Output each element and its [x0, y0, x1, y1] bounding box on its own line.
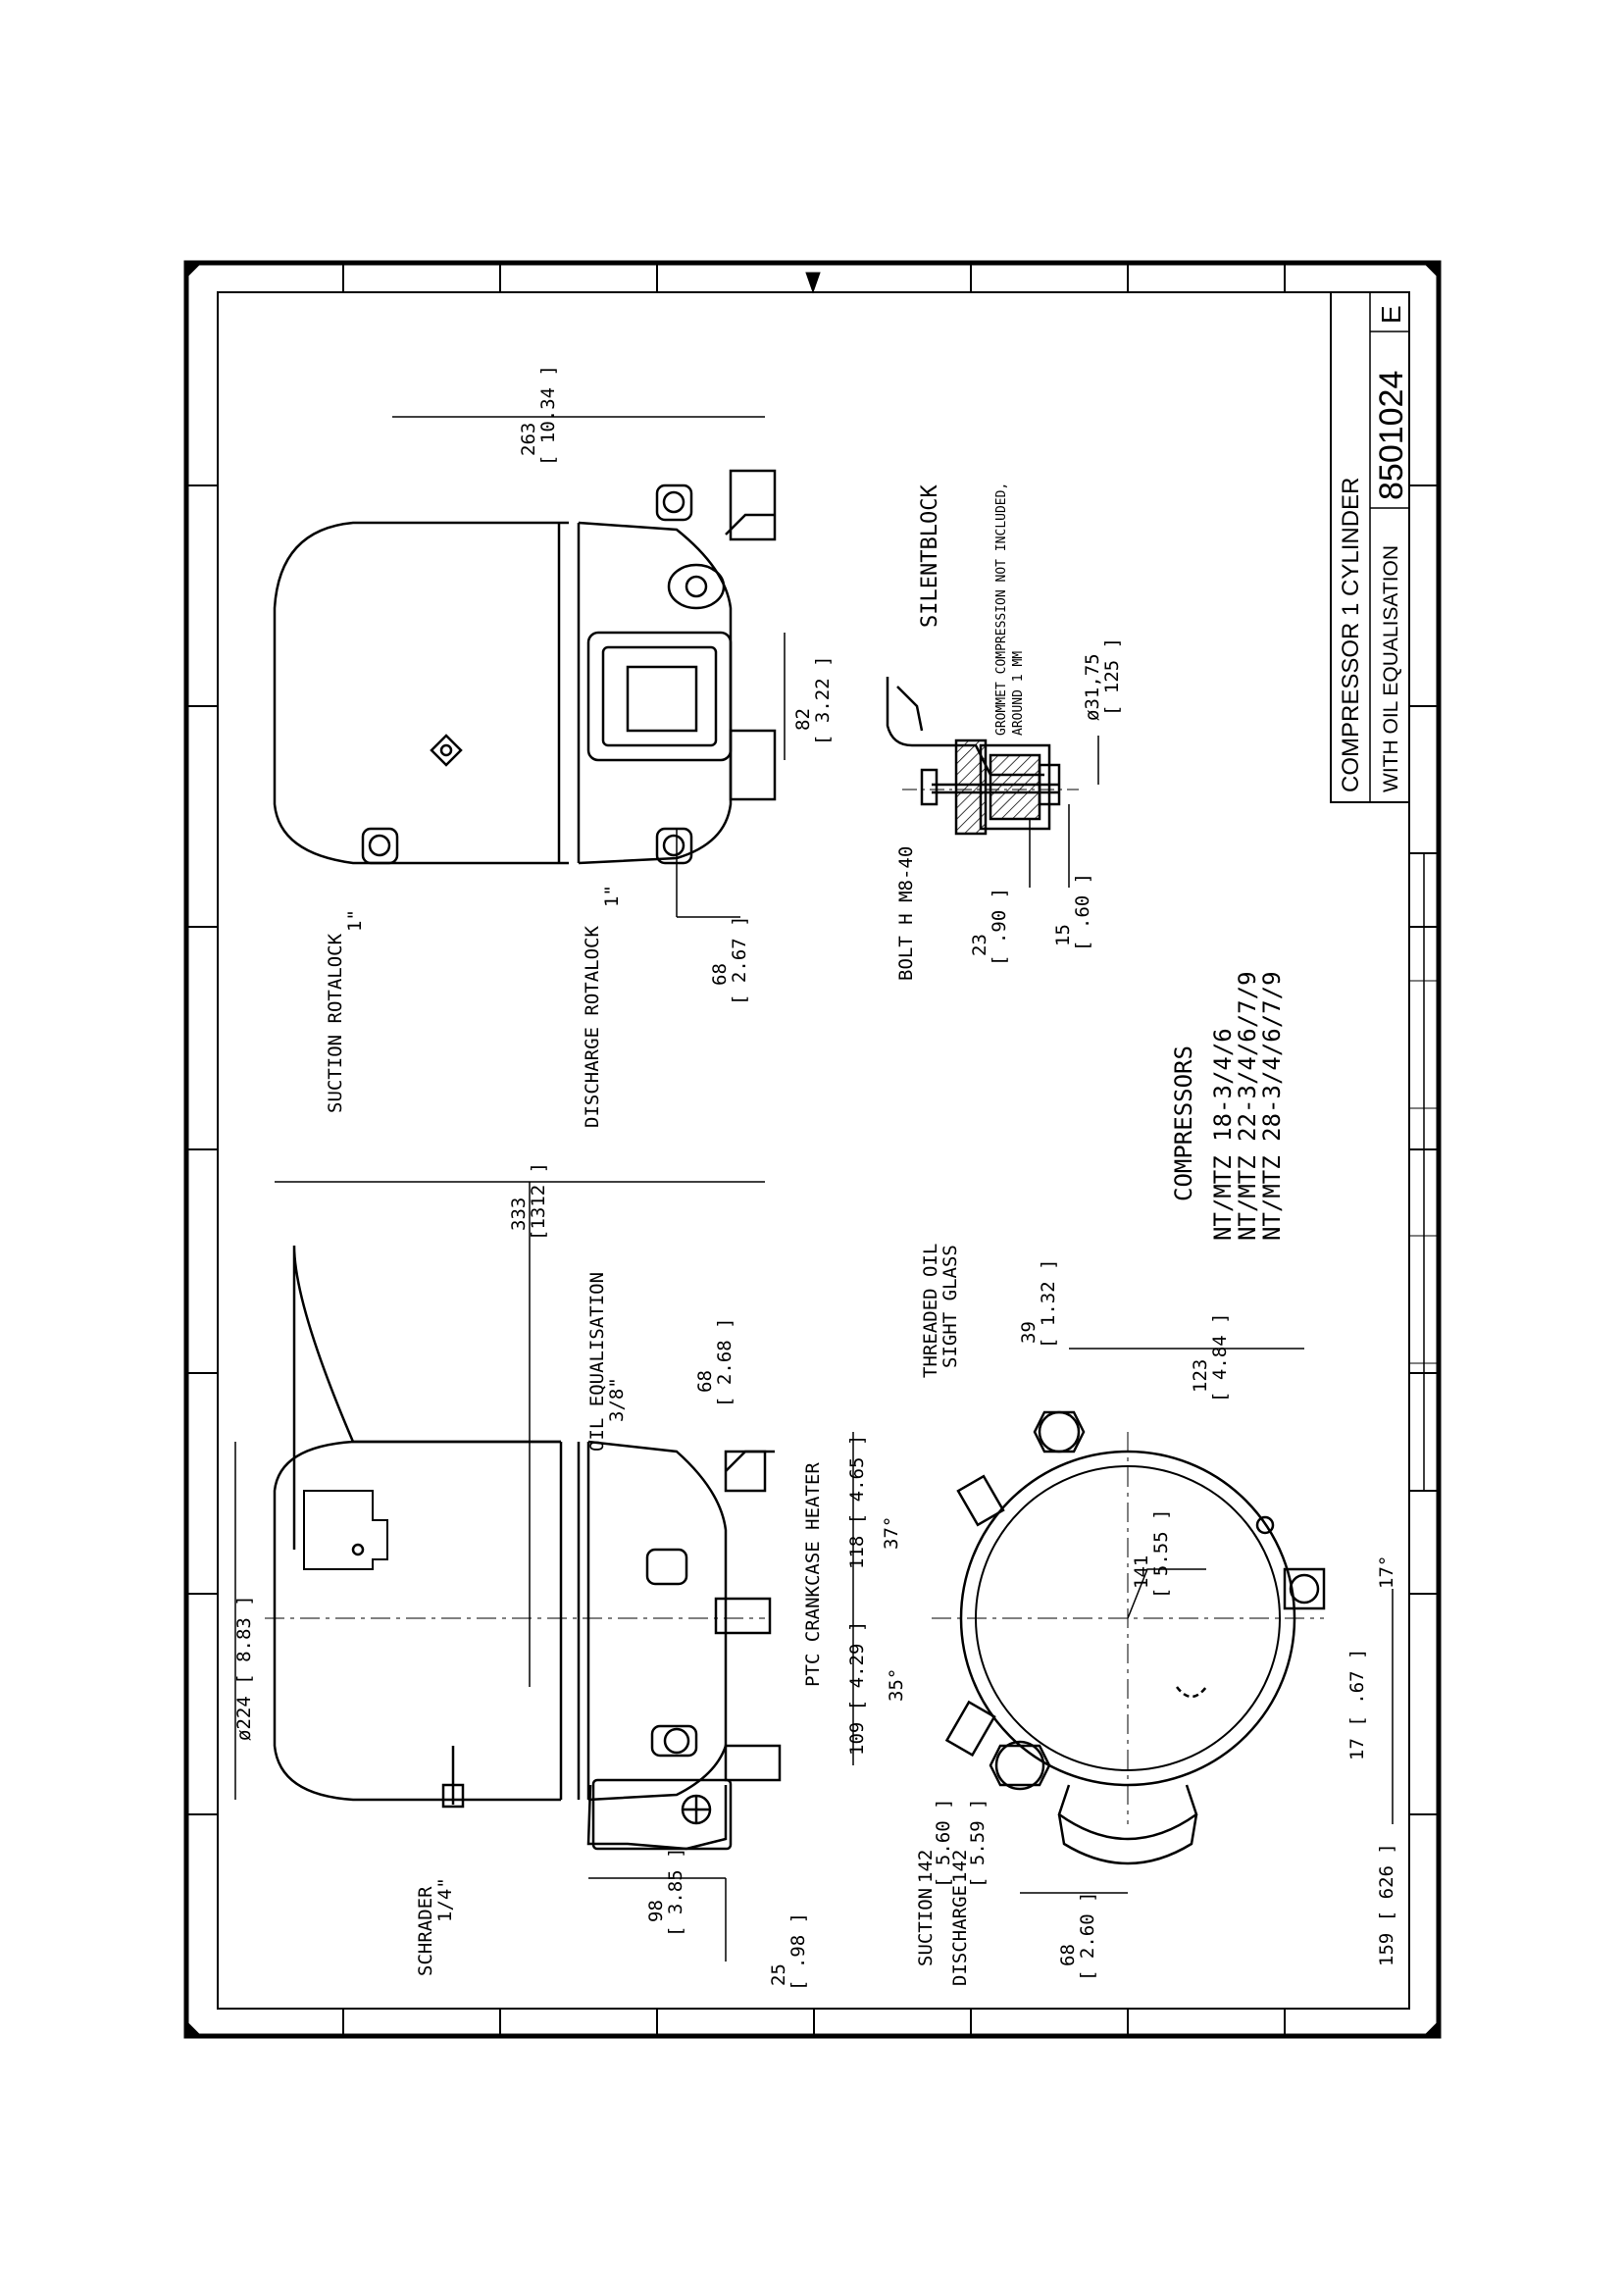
revision-letter: E — [1376, 305, 1406, 324]
title-block: COMPRESSOR 1 CYLINDER WITH OIL EQUALISAT… — [1330, 291, 1410, 803]
label-schrader-size: 1/4" — [434, 1877, 456, 1922]
label-142a: 142 — [915, 1850, 937, 1883]
label-68b: 68 — [709, 963, 731, 986]
label-82-in: [ 3.22 ] — [812, 655, 834, 745]
label-suction-rotalock-size: 1" — [344, 909, 366, 932]
bottom-view — [932, 1410, 1326, 1865]
label-118: 118 [ 4.65 ] — [846, 1435, 868, 1569]
label-threaded-1: THREADED OIL — [920, 1244, 941, 1378]
label-68a-in: [ 2.68 ] — [714, 1317, 736, 1407]
label-model-1: NT/MTZ 18-3/4/6 — [1209, 1028, 1237, 1241]
label-discharge-rotalock: DISCHARGE ROTALOCK — [582, 926, 603, 1128]
side-view-upper-right — [273, 469, 777, 865]
label-angle-35: 35° — [886, 1668, 907, 1702]
dimension-lines — [234, 416, 1394, 1962]
label-oil-eq-size: 3/8" — [606, 1377, 628, 1422]
label-159: 159 [ 626 ] — [1376, 1843, 1397, 1966]
label-82: 82 — [792, 708, 814, 731]
drawing-number: 8501024 — [1373, 371, 1410, 500]
label-25: 25 — [768, 1963, 789, 1986]
label-bolt: BOLT H M8-40 — [895, 846, 917, 981]
label-schrader: SCHRADER — [415, 1886, 436, 1976]
label-109: 109 [ 4.29 ] — [846, 1621, 868, 1756]
label-263-in: [ 10.34 ] — [537, 365, 559, 466]
silentblock-detail — [886, 677, 1079, 836]
label-grommet-1: GROMMET COMPRESSION NOT INCLUDED, — [994, 483, 1009, 736]
label-grommet-2: AROUND 1 MM — [1011, 651, 1026, 736]
drawing-frame — [183, 260, 1442, 2039]
label-142a-in: [ 5.60 ] — [933, 1798, 954, 1888]
label-23-in: [ .90 ] — [989, 888, 1010, 966]
label-68a: 68 — [694, 1370, 716, 1393]
label-15: 15 — [1052, 924, 1074, 946]
label-ptc: PTC CRANKCASE HEATER — [802, 1462, 824, 1687]
label-333-in: [1312 ] — [528, 1162, 549, 1241]
label-68c: 68 — [1057, 1944, 1079, 1966]
label-dia224: ø224 [ 8.83 ] — [233, 1595, 255, 1741]
label-39: 39 — [1018, 1321, 1040, 1344]
label-suction: SUCTION — [915, 1888, 937, 1966]
label-263: 263 — [518, 423, 539, 456]
label-39-in: [ 1.32 ] — [1038, 1258, 1059, 1349]
label-silentblock: SILENTBLOCK — [918, 484, 942, 628]
label-25-in: [ .98 ] — [787, 1912, 809, 1991]
label-17: 17 [ .67 ] — [1346, 1649, 1368, 1760]
label-angle-37: 37° — [881, 1516, 902, 1550]
label-dia3175-in: [ 125 ] — [1101, 637, 1123, 716]
label-oil-equalisation: OIL EQUALISATION — [586, 1272, 608, 1452]
title-line-1: COMPRESSOR 1 CYLINDER — [1338, 478, 1364, 792]
label-model-2: NT/MTZ 22-3/4/6/7/9 — [1234, 971, 1261, 1241]
label-model-3: NT/MTZ 28-3/4/6/7/9 — [1258, 971, 1286, 1241]
label-333: 333 — [508, 1198, 530, 1231]
label-compressors: COMPRESSORS — [1170, 1045, 1197, 1201]
label-dia3175: ø31,75 — [1082, 653, 1103, 721]
label-23: 23 — [969, 934, 990, 956]
label-123: 123 — [1190, 1359, 1211, 1393]
label-141: 141 — [1131, 1555, 1152, 1589]
title-line-2: WITH OIL EQUALISATION — [1380, 545, 1402, 792]
label-68c-in: [ 2.60 ] — [1077, 1891, 1098, 1981]
label-angle-17: 17° — [1376, 1555, 1397, 1589]
label-68b-in: [ 2.67 ] — [729, 915, 750, 1005]
label-discharge-rotalock-size: 1" — [601, 885, 623, 907]
label-142b: 142 — [949, 1850, 971, 1883]
label-142b-in: [ 5.59 ] — [967, 1798, 989, 1888]
label-discharge: DISCHARGE — [949, 1885, 971, 1986]
label-141-in: [ 5.55 ] — [1150, 1508, 1172, 1599]
label-15-in: [ .60 ] — [1072, 873, 1093, 951]
label-123-in: [ 4.84 ] — [1209, 1312, 1231, 1402]
label-suction-rotalock: SUCTION ROTALOCK — [325, 933, 346, 1113]
side-view-upper-left — [265, 1245, 782, 1851]
label-98: 98 — [645, 1900, 667, 1922]
label-98-in: [ 3.85 ] — [665, 1847, 686, 1937]
label-threaded-2: SIGHT GLASS — [939, 1245, 961, 1368]
drawing-labels: SCHRADER 1/4" ø224 [ 8.83 ] 333 [1312 ] … — [233, 365, 1397, 1991]
